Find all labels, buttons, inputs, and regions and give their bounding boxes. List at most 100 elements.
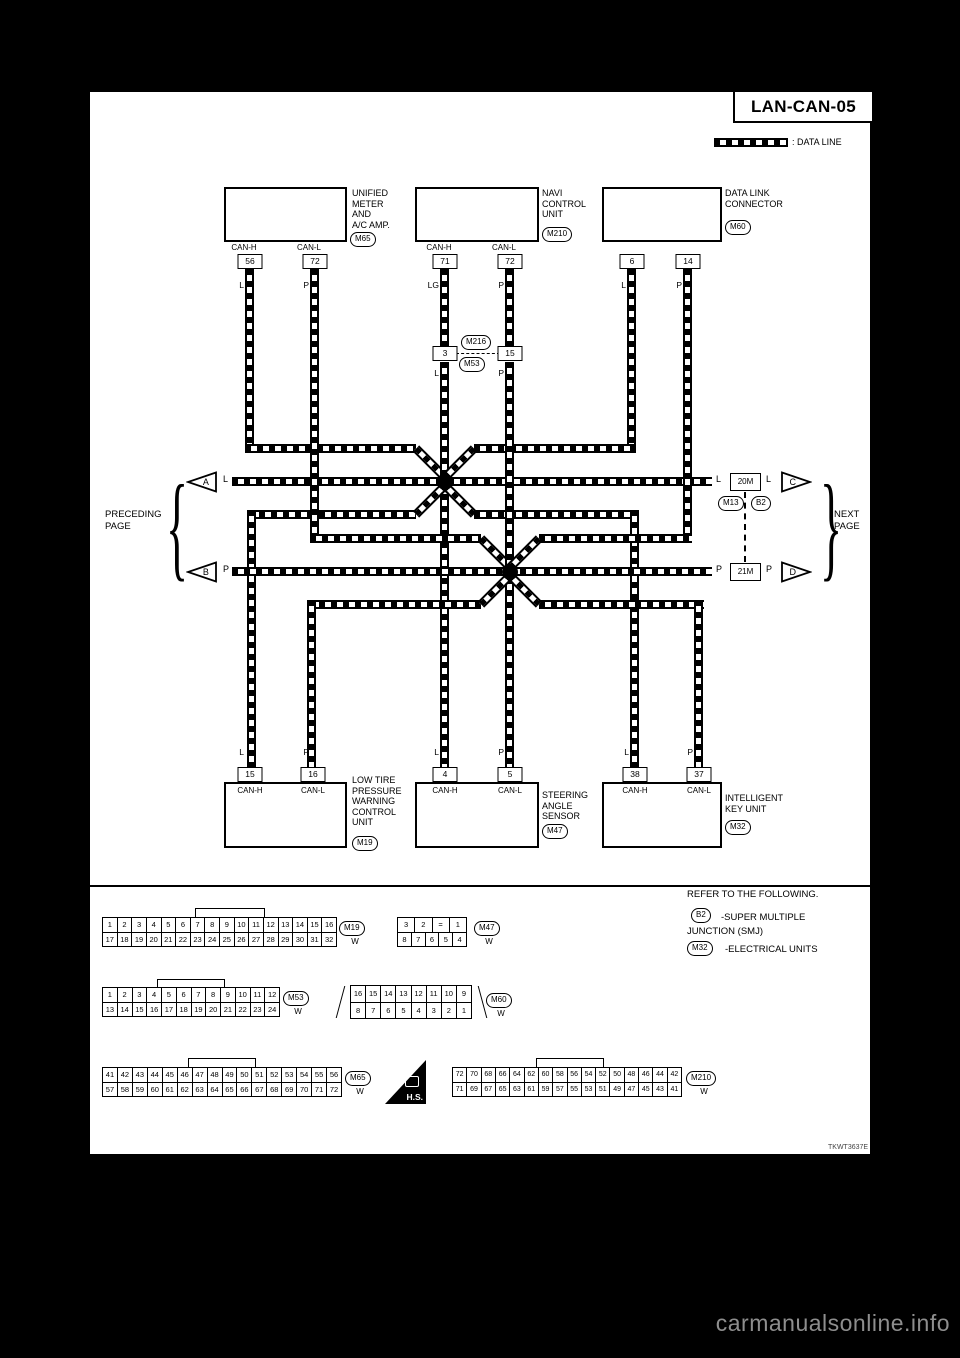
wire-navi-canl-upper	[505, 269, 514, 346]
wire-navi-canh-upper	[440, 269, 449, 346]
watermark: carmanualsonline.info	[715, 1310, 950, 1336]
wire-dlc-canl-drop	[683, 269, 692, 543]
pin-cell: 13	[277, 918, 293, 932]
pin-cell: 62	[176, 1082, 192, 1096]
next-page-label: NEXT	[834, 509, 860, 520]
pin-cell: 21	[160, 932, 176, 946]
pin-cell: 55	[311, 1068, 326, 1082]
can-l-label: CAN-L	[296, 243, 322, 252]
mid-connector-dashed-link	[456, 353, 500, 354]
pin-cell: 26	[233, 932, 249, 946]
pin-cell: 62	[523, 1068, 538, 1082]
unit-name-line: UNIT	[352, 817, 373, 827]
unit-name-line: CONTROL	[542, 198, 587, 209]
pin-cell: 24	[204, 932, 219, 946]
connector-tab	[536, 1058, 604, 1067]
unit-name-m210: NAVI CONTROL UNIT	[542, 188, 586, 220]
pin-cell: 11	[425, 986, 441, 1002]
unit-name-line: A/C AMP.	[352, 219, 390, 230]
connector-ref-m210-face: M210	[686, 1071, 717, 1086]
pin-cell: 6	[424, 932, 439, 946]
pin-cell: 15	[306, 918, 322, 932]
connector-ref-m19-face: M19	[339, 921, 365, 936]
connector-tab	[195, 908, 265, 917]
pin-cell: 63	[191, 1082, 207, 1096]
wire-color-label: P	[498, 280, 504, 290]
hs-mark: H.S.	[385, 1060, 426, 1104]
preceding-page-label: PAGE	[105, 521, 131, 532]
refer-badge-b2: B2	[691, 908, 711, 923]
connector-ref-m32: M32	[725, 820, 751, 835]
pin-cell: 5	[161, 988, 176, 1002]
smj-dashed-link	[744, 492, 746, 562]
pin-cell: 12	[410, 986, 426, 1002]
wire-color-label: LG	[427, 280, 439, 290]
wire-color-label: L	[621, 280, 626, 290]
unit-name-m47: STEERING ANGLE SENSOR	[542, 790, 588, 822]
pin-cell: 48	[206, 1068, 222, 1082]
pin-cell: 44	[146, 1068, 162, 1082]
pin-cell: 2	[414, 918, 431, 932]
pin-cell: 8	[402, 934, 407, 944]
pin-cell: 10	[233, 918, 249, 932]
unit-name-line: KEY UNIT	[725, 803, 767, 814]
unit-name-line: SENSOR	[542, 811, 581, 821]
pin-cell: 2	[116, 918, 132, 932]
wire-color-label: P	[687, 747, 693, 757]
pin-cell: 59	[537, 1082, 552, 1096]
unit-box-m65	[224, 187, 347, 242]
pin-terminal: 4	[432, 767, 458, 782]
pin-cell: 8	[355, 1005, 361, 1015]
pin-cell: 9	[219, 918, 234, 932]
preceding-page-label: PRECEDING	[105, 509, 162, 520]
connector-tab	[157, 979, 225, 987]
connector-ref-m47-face: M47	[474, 921, 500, 936]
pin-cell: 3	[404, 920, 409, 930]
unit-name-line: UNIFIED	[352, 188, 388, 198]
connector-color: W	[356, 1087, 364, 1096]
section-divider	[90, 885, 870, 887]
hs-label: H.S.	[406, 1092, 423, 1102]
can-h-label: CAN-H	[432, 786, 458, 795]
pin-cell: 72	[326, 1082, 341, 1096]
pin-cell: 64	[206, 1082, 222, 1096]
can-l-label: CAN-L	[497, 786, 523, 795]
wire-canh-upper-right-h	[474, 444, 636, 453]
pin-cell: 47	[191, 1068, 207, 1082]
canl-junction-dot	[502, 564, 518, 580]
pin-cell: 27	[248, 932, 263, 946]
wire-canh-lower-left-h	[247, 510, 416, 519]
pin-cell: 50	[609, 1068, 623, 1082]
refer-text: JUNCTION (SMJ)	[687, 926, 763, 937]
pin-cell: 71	[455, 1085, 464, 1093]
refer-badge-m32: M32	[687, 941, 713, 956]
connector-wing	[335, 986, 346, 1018]
arrow-label: D	[789, 567, 797, 577]
unit-name-line: NAVI	[542, 188, 563, 198]
pin-cell: 45	[161, 1068, 177, 1082]
pin-cell: 9	[220, 988, 235, 1002]
pin-cell: 55	[566, 1082, 581, 1096]
connector-ref-m65: M65	[350, 232, 376, 247]
pin-cell: 7	[189, 918, 205, 932]
pin-cell: 4	[452, 932, 466, 946]
pin-cell: 68	[266, 1082, 281, 1096]
pin-cell: 1	[455, 1002, 471, 1018]
pin-cell: 43	[652, 1082, 666, 1096]
pin-cell: 21	[220, 1002, 235, 1016]
pin-cell: 19	[190, 1002, 206, 1016]
wire-canh-upper-left-h	[245, 444, 416, 453]
pin-cell: 63	[509, 1082, 523, 1096]
connector-color: W	[700, 1087, 708, 1096]
wire-color-label: P	[766, 564, 773, 574]
pin-cell: 14	[380, 986, 395, 1002]
wire-color-label: L	[239, 747, 244, 757]
pin-cell: 6	[380, 1002, 395, 1018]
wire-color-label: P	[716, 564, 723, 574]
pin-cell: 52	[595, 1068, 609, 1082]
unit-box-m19	[224, 782, 347, 848]
pin-cell: 15	[131, 1002, 147, 1016]
unit-name-line: INTELLIGENT	[725, 793, 784, 803]
pin-terminal: 5	[497, 767, 523, 782]
